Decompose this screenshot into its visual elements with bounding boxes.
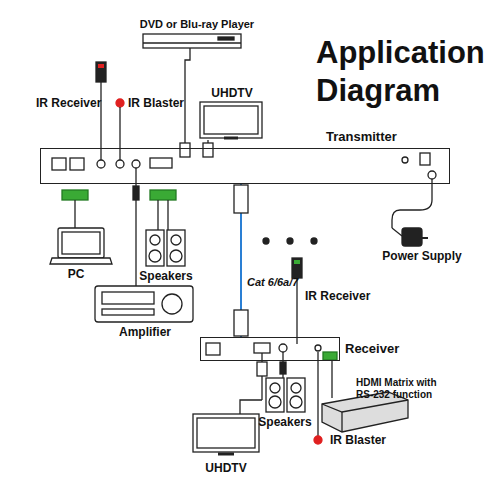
power-adapter — [402, 228, 422, 246]
hdmi-plug — [180, 143, 190, 157]
device-box: Transmitter — [40, 148, 450, 184]
device-box: Receiver — [200, 337, 340, 361]
ir-receiver — [292, 258, 302, 278]
speaker — [167, 230, 185, 266]
dvd-detail — [143, 42, 241, 43]
part-label: Amplifier — [104, 326, 186, 340]
part-label: Speakers — [253, 416, 317, 430]
part-label: Speakers — [131, 270, 201, 284]
part-label: IR Receiver — [305, 290, 379, 304]
dvd-tray — [218, 37, 234, 40]
speaker — [146, 230, 164, 266]
part-label: UHDTV — [196, 87, 268, 101]
amp-knob — [162, 294, 182, 314]
dvd-player — [143, 34, 241, 48]
laptop-screen — [58, 228, 104, 258]
ir-blaster — [314, 436, 322, 444]
speaker — [287, 378, 305, 412]
ir-cable — [119, 107, 120, 160]
power-cable — [392, 179, 432, 228]
device-label: Transmitter — [326, 129, 397, 144]
jack — [315, 345, 321, 351]
ellipsis-dot — [311, 238, 317, 244]
tv-screen — [200, 102, 262, 138]
terminal-block — [323, 352, 337, 360]
hdmi-port — [254, 343, 270, 353]
rj45-plug — [234, 310, 248, 336]
switch — [420, 153, 430, 165]
speaker-cone — [291, 383, 301, 393]
tv-inner — [197, 418, 255, 448]
jack — [116, 160, 124, 168]
ir-cable — [317, 352, 318, 436]
hdmi-plug — [203, 143, 213, 157]
ellipsis-dot — [287, 238, 293, 244]
part-label: IR Blaster — [128, 97, 198, 111]
terminal-block — [62, 190, 88, 200]
cable-label: Cat 6/6a/7 — [247, 276, 298, 289]
hdmi-matrix-edge — [341, 412, 342, 432]
speaker — [266, 378, 284, 412]
device-label: Receiver — [345, 341, 399, 356]
speaker-cone — [149, 250, 161, 262]
power-cable — [392, 228, 402, 236]
jack — [97, 160, 105, 168]
hdmi-plug — [257, 362, 267, 376]
hdmi-cable — [240, 400, 262, 414]
port — [150, 158, 172, 168]
diagram-title: Application Diagram — [316, 34, 496, 110]
tv-stand — [224, 137, 238, 140]
part-label: HDMI Matrix with RS-232 function — [356, 377, 456, 400]
hdmi-matrix-edge — [322, 400, 408, 412]
pc-cable — [74, 200, 75, 228]
laptop-base — [50, 258, 112, 264]
ir-eye — [294, 260, 300, 264]
rj45-plug — [234, 185, 248, 213]
ir-eye — [98, 64, 104, 68]
amplifier — [95, 286, 193, 322]
amp-display — [102, 292, 154, 304]
speaker-wire — [167, 200, 168, 230]
part-label: IR Blaster — [330, 434, 404, 448]
terminal-block — [150, 190, 176, 200]
speaker-cone — [269, 396, 281, 408]
audio-plug — [133, 186, 139, 200]
ir-blaster — [116, 99, 124, 107]
tv-screen — [193, 414, 259, 452]
laptop-inner — [62, 232, 100, 254]
jack — [132, 160, 140, 168]
port — [206, 343, 220, 355]
speaker-cone — [171, 235, 181, 245]
part-label: UHDTV — [190, 462, 262, 476]
speaker-cone — [170, 250, 182, 262]
hdmi-cable — [185, 48, 190, 145]
speaker-wire — [157, 200, 158, 230]
speaker-cone — [290, 396, 302, 408]
power-prong — [422, 237, 428, 239]
tv-inner — [204, 106, 258, 134]
led — [402, 157, 408, 163]
ir-receiver — [96, 62, 106, 82]
ellipsis-dot — [263, 238, 269, 244]
part-label: PC — [56, 268, 96, 282]
dc-jack — [428, 171, 436, 179]
amp-buttons — [102, 309, 154, 315]
speaker-cone — [270, 383, 280, 393]
speaker-cone — [150, 235, 160, 245]
part-label: Power Supply — [372, 250, 472, 264]
tv-stand — [218, 453, 234, 456]
port — [52, 158, 66, 170]
jack — [279, 344, 287, 352]
part-label: IR Receiver — [36, 97, 102, 111]
rs232-wire — [331, 360, 332, 398]
audio-plug — [280, 362, 286, 374]
part-label: DVD or Blu-ray Player — [132, 18, 262, 31]
port — [70, 158, 84, 170]
